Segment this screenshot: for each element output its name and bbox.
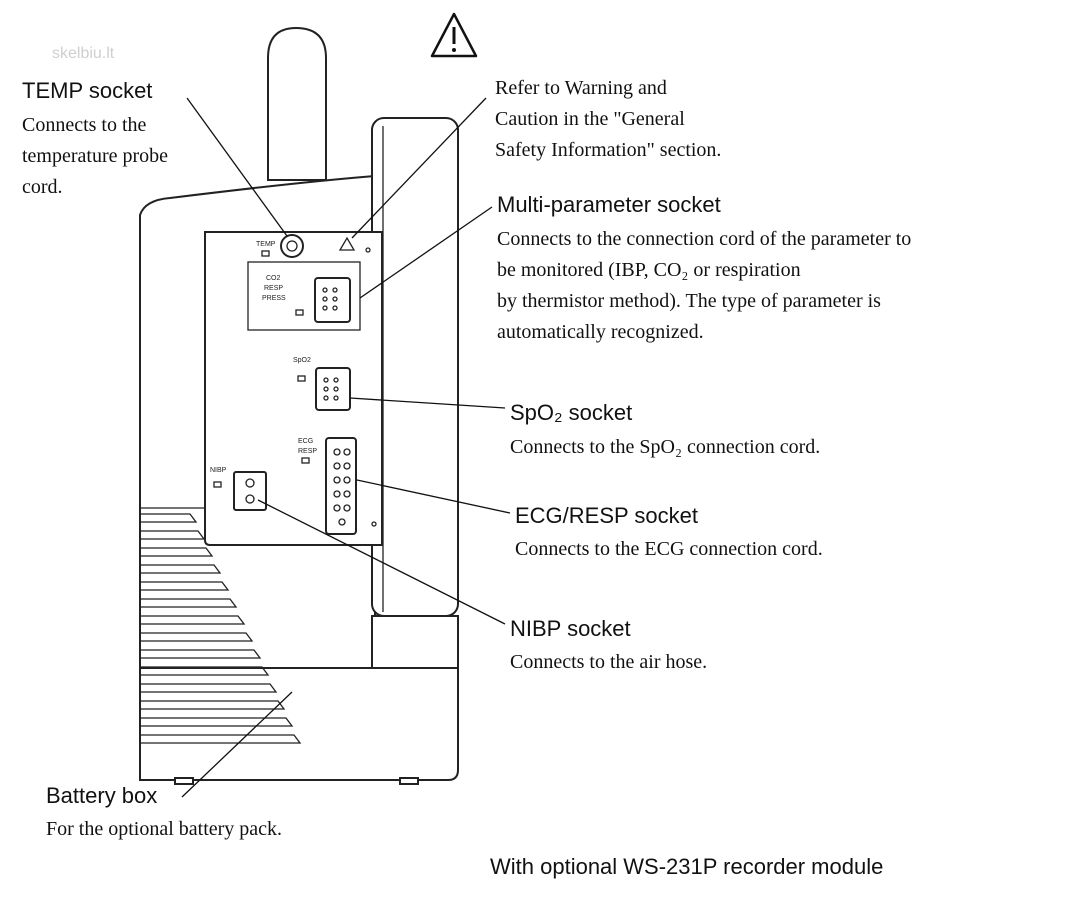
vent-slots <box>140 513 302 744</box>
nibp-socket <box>233 471 267 511</box>
multi-parameter-callout: Multi-parameter socket Connects to the c… <box>497 192 911 343</box>
warning-triangle-icon <box>430 12 478 58</box>
temp-socket <box>280 234 304 258</box>
leader-lines <box>181 97 511 798</box>
svg-text:RESP: RESP <box>264 285 283 292</box>
warning-line-3: Safety Information" section. <box>495 139 721 161</box>
watermark: skelbiu.lt <box>52 45 115 62</box>
multi-body-2: be monitored (IBP, CO₂ or respiration <box>497 259 801 281</box>
temp-body-2: temperature probe <box>22 145 168 167</box>
svg-text:TEMP: TEMP <box>256 241 276 248</box>
ecg-body: Connects to the ECG connection cord. <box>515 538 823 560</box>
multi-body-3: by thermistor method). The type of param… <box>497 290 881 312</box>
ecg-resp-callout: ECG/RESP socket Connects to the ECG conn… <box>515 503 823 560</box>
warning-line-1: Refer to Warning and <box>495 77 667 99</box>
warning-note: Refer to Warning and Caution in the "Gen… <box>495 77 721 161</box>
spo2-socket <box>315 367 351 411</box>
temp-body-3: cord. <box>22 176 63 198</box>
ecg-resp-socket <box>325 437 357 535</box>
monitor-device-illustration: TEMP CO2 RESP PRESS SpO2 <box>139 26 459 785</box>
svg-text:SpO2: SpO2 <box>293 357 311 364</box>
battery-callout: Battery box For the optional battery pac… <box>46 783 282 840</box>
nibp-title: NIBP socket <box>510 616 631 641</box>
nibp-body: Connects to the air hose. <box>510 651 707 673</box>
spo2-callout: SpO₂ socket Connects to the SpO₂ connect… <box>510 400 820 458</box>
svg-text:ECG: ECG <box>298 438 313 445</box>
temp-body-1: Connects to the <box>22 114 147 136</box>
battery-title: Battery box <box>46 783 157 808</box>
battery-body: For the optional battery pack. <box>46 818 282 840</box>
spo2-title: SpO₂ socket <box>510 400 632 425</box>
nibp-callout: NIBP socket Connects to the air hose. <box>510 616 707 673</box>
svg-text:NIBP: NIBP <box>210 467 227 474</box>
multi-body-1: Connects to the connection cord of the p… <box>497 228 911 250</box>
footer-caption: With optional WS-231P recorder module <box>490 854 883 879</box>
multi-body-4: automatically recognized. <box>497 321 704 343</box>
temp-title: TEMP socket <box>22 78 152 103</box>
svg-text:PRESS: PRESS <box>262 295 286 302</box>
ecg-title: ECG/RESP socket <box>515 503 698 528</box>
warning-line-2: Caution in the "General <box>495 108 685 130</box>
temp-callout: TEMP socket Connects to the temperature … <box>22 78 168 198</box>
multi-parameter-socket <box>314 277 351 323</box>
svg-text:CO2: CO2 <box>266 275 281 282</box>
svg-text:RESP: RESP <box>298 448 317 455</box>
multi-title: Multi-parameter socket <box>497 192 721 217</box>
spo2-body: Connects to the SpO₂ connection cord. <box>510 436 820 458</box>
